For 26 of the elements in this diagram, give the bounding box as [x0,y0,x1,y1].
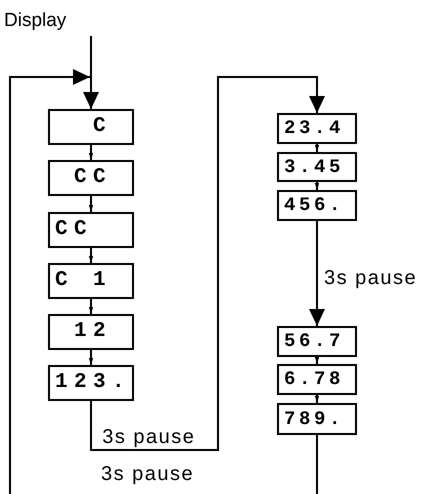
display-readout-box: 23.4 [277,113,357,144]
arrow [9,69,318,494]
arrow [314,357,320,364]
arrow [314,395,320,403]
arrow [309,221,325,326]
display-readout-box: 56.7 [277,326,357,357]
display-readout-box: 6.78 [277,364,357,395]
arrow [88,145,94,160]
display-label: Display [4,8,66,34]
arrow [314,182,320,190]
arrow [314,144,320,152]
display-readout-box: 12 [48,314,134,350]
display-readout-box: CC [48,212,134,248]
display-readout-box: 789. [277,403,357,435]
display-readout-box: CC [48,160,134,196]
display-readout-box: 456. [277,190,357,221]
arrow [88,350,94,365]
arrow [90,76,325,451]
arrow [88,299,94,314]
arrow [88,196,94,212]
arrow [88,248,94,263]
display-readout-box: C 1 [48,263,134,299]
display-readout-box: C [48,109,134,145]
display-readout-box: 123. [48,365,134,401]
display-readout-box: 3.45 [277,152,357,182]
arrow [83,36,99,109]
